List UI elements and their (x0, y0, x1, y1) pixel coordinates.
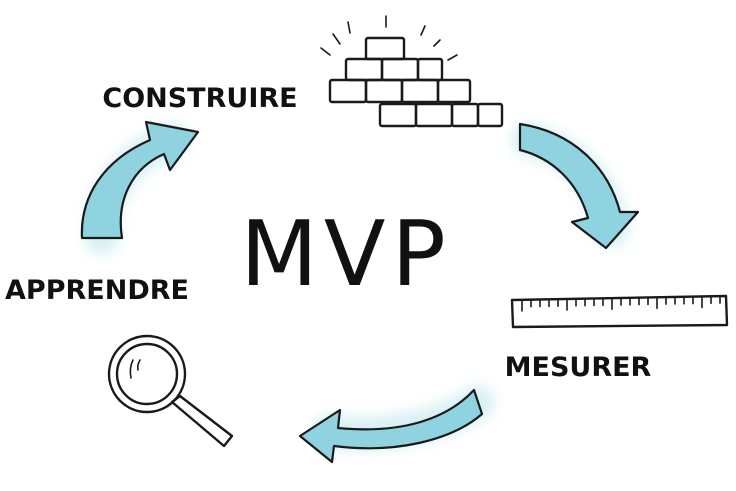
step-label-build: CONSTRUIRE (102, 83, 297, 114)
center-title: MVP (240, 202, 452, 307)
step-label-measure: MESURER (505, 352, 652, 383)
brick-wall-icon (320, 15, 504, 128)
cycle-arrow-learn-to-build (80, 120, 200, 240)
cycle-arrow-build-to-measure (518, 122, 640, 250)
cycle-arrow-measure-to-learn (298, 388, 484, 464)
ruler-icon (510, 294, 729, 329)
step-label-learn: APPRENDRE (5, 275, 189, 306)
magnifying-glass-icon (107, 334, 234, 448)
